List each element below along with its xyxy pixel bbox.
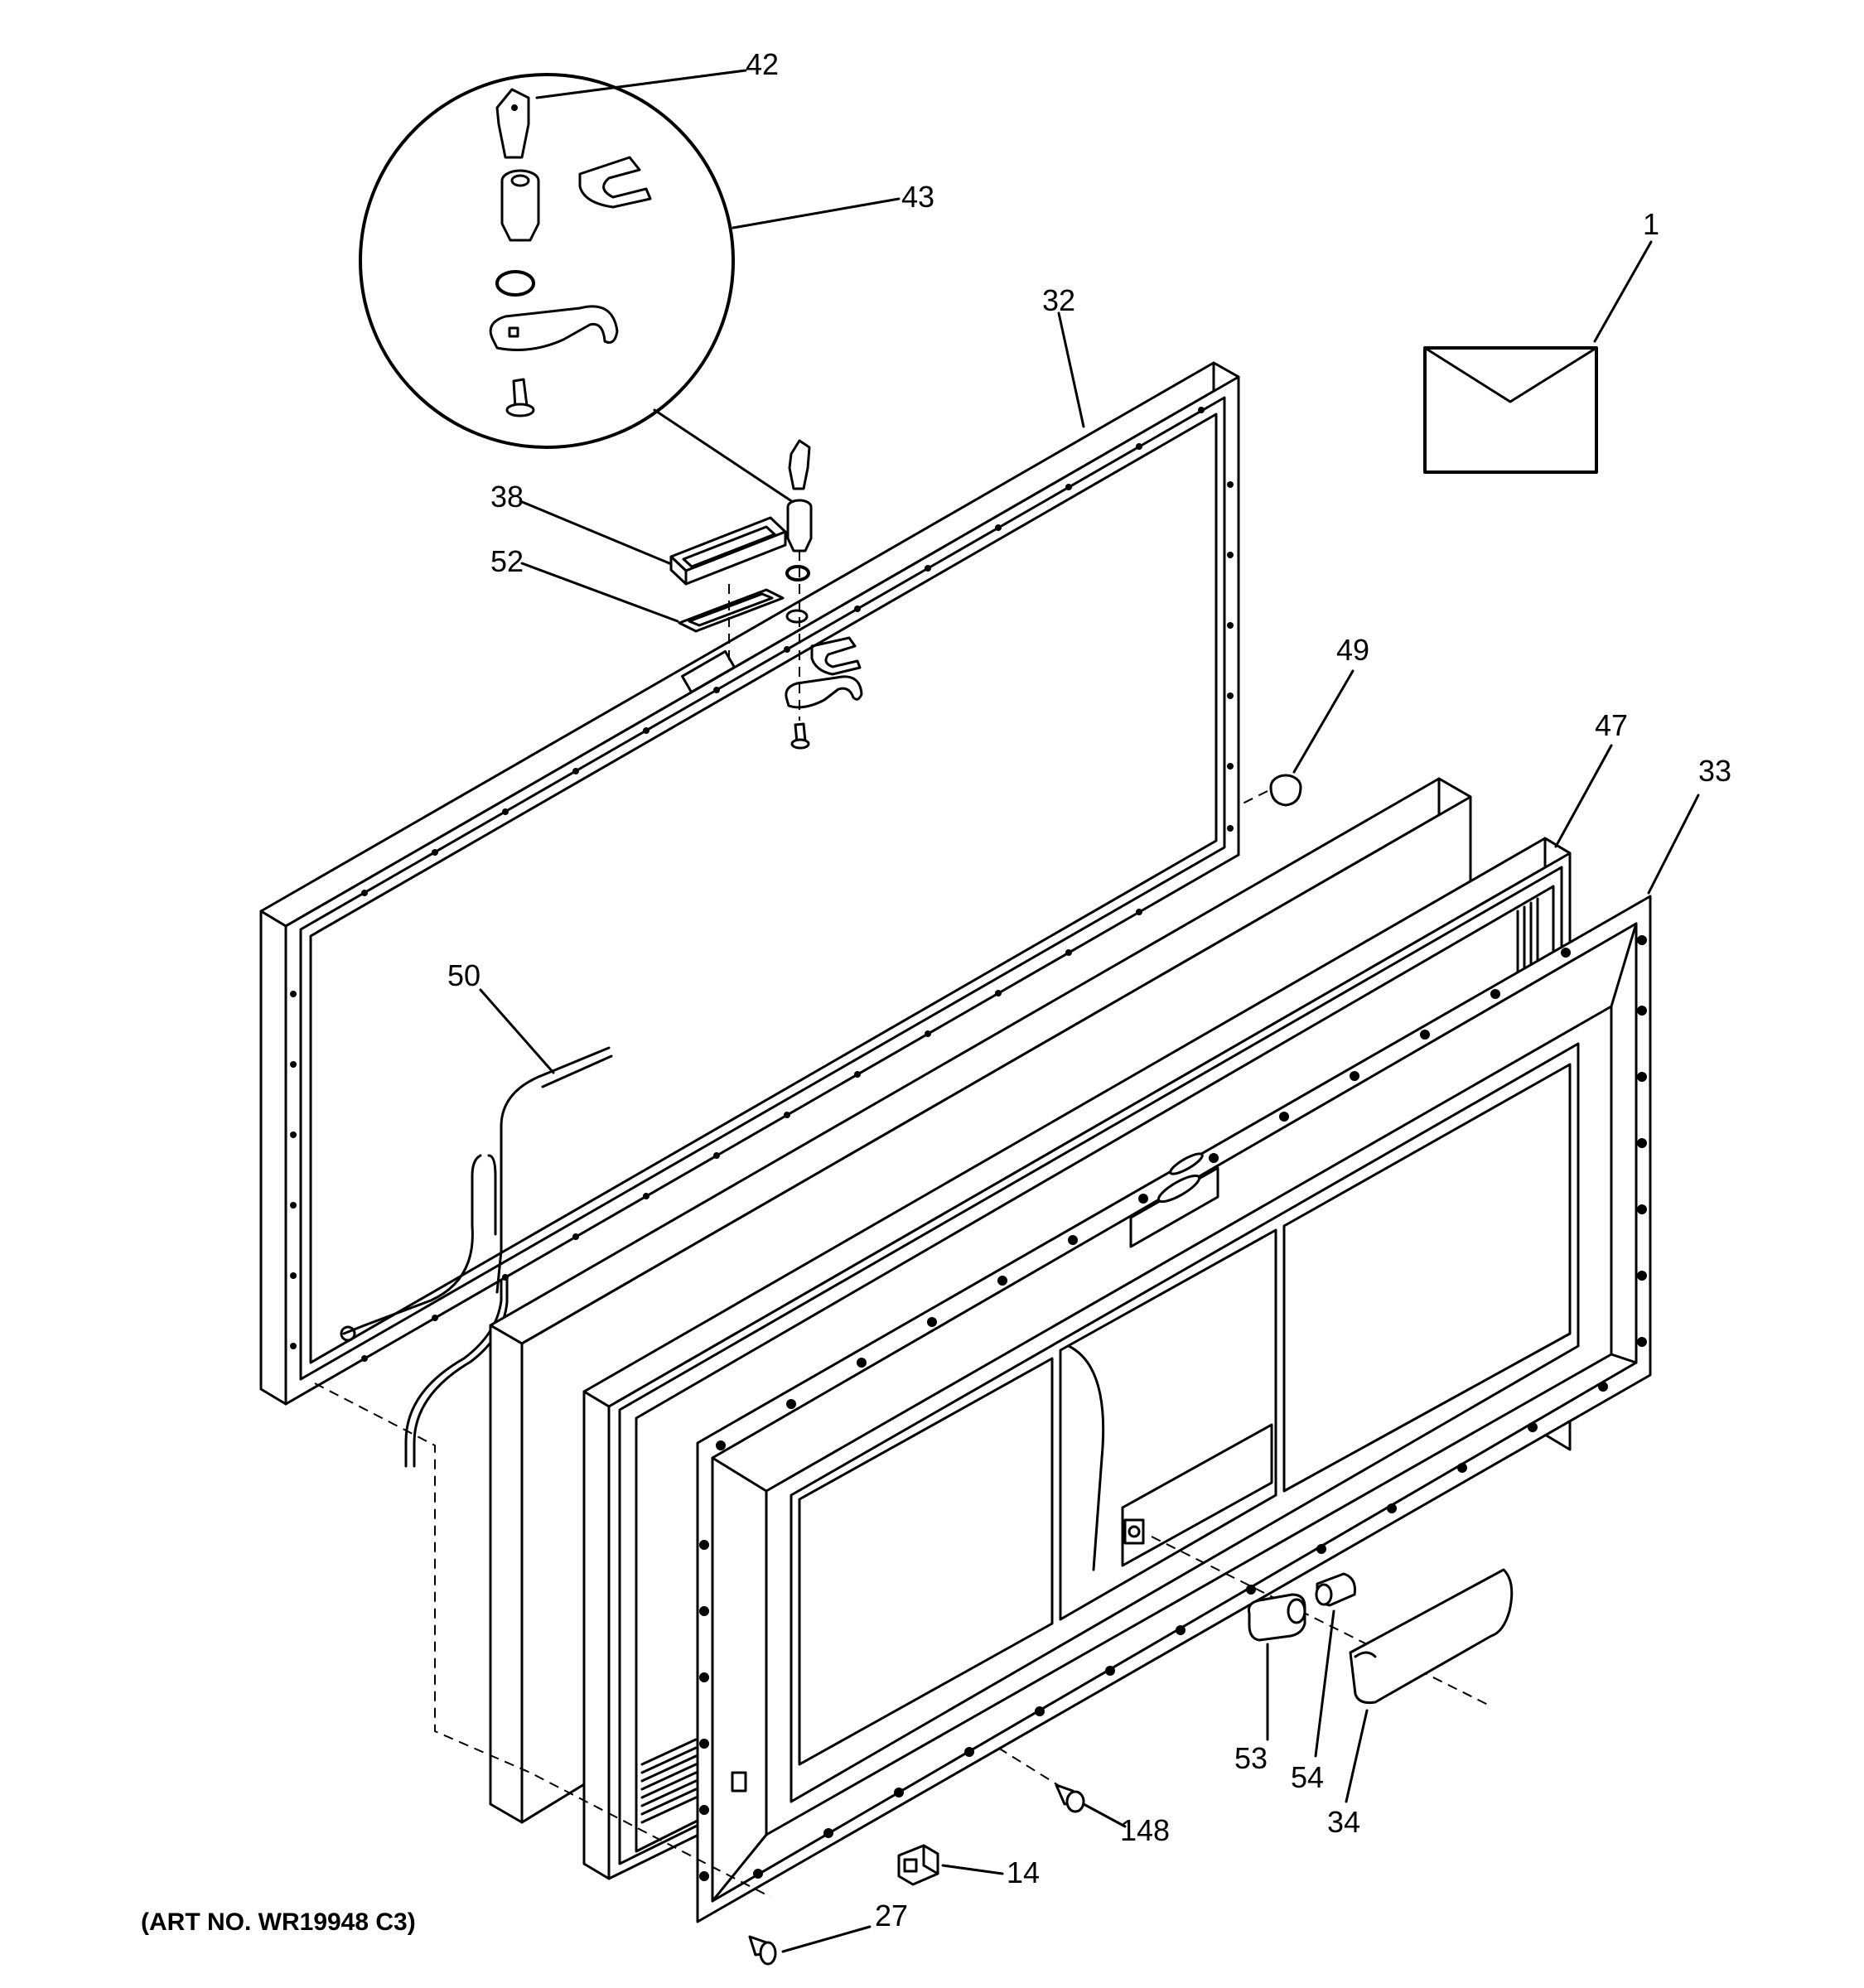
part-50-wire xyxy=(340,1046,613,1468)
callout-50: 50 xyxy=(447,958,480,992)
part-14-switch xyxy=(897,1844,939,1886)
part-52-gasket xyxy=(678,588,785,633)
leader-47 xyxy=(1554,744,1613,848)
part-49-plug xyxy=(1242,774,1302,807)
callout-43: 43 xyxy=(901,180,934,214)
detail-connector-line xyxy=(653,408,797,505)
callout-1: 1 xyxy=(1643,207,1659,241)
callout-148: 148 xyxy=(1120,1813,1170,1847)
callout-47: 47 xyxy=(1595,708,1628,742)
art-number-label: (ART NO. WR19948 C3) xyxy=(141,1908,416,1936)
lock-assembly-mounted xyxy=(785,439,863,750)
part-33-door-liner xyxy=(696,895,1652,1923)
callout-38: 38 xyxy=(490,480,524,514)
leader-38 xyxy=(519,499,671,565)
leader-49 xyxy=(1292,669,1355,774)
callout-14: 14 xyxy=(1007,1855,1040,1889)
part-38-handle-cover xyxy=(669,516,787,586)
part-34-light-cover xyxy=(1349,1568,1514,1704)
leader-33 xyxy=(1647,794,1700,895)
leader-43 xyxy=(732,197,901,229)
leader-34 xyxy=(1345,1709,1369,1803)
leader-148 xyxy=(1082,1802,1127,1828)
callout-27: 27 xyxy=(875,1899,908,1933)
callout-52: 52 xyxy=(490,544,524,578)
callout-49: 49 xyxy=(1336,633,1369,667)
callout-34: 34 xyxy=(1327,1805,1360,1839)
leader-1 xyxy=(1593,240,1653,343)
part-53-lamp-socket xyxy=(1248,1593,1306,1642)
callout-42: 42 xyxy=(746,47,779,81)
leader-14 xyxy=(941,1864,1004,1875)
part-27-screw xyxy=(748,1935,777,1966)
leader-32 xyxy=(1057,311,1085,428)
leader-27 xyxy=(781,1925,872,1953)
lock-detail-circle xyxy=(359,73,735,449)
part-54-bulb xyxy=(1315,1572,1356,1607)
leader-42 xyxy=(535,69,747,99)
leader-50 xyxy=(479,988,555,1074)
callout-53: 53 xyxy=(1234,1741,1268,1775)
part-1-envelope xyxy=(1423,346,1598,474)
leader-52 xyxy=(520,562,679,623)
callout-54: 54 xyxy=(1291,1760,1324,1794)
callout-33: 33 xyxy=(1698,754,1731,788)
callout-32: 32 xyxy=(1042,283,1075,317)
part-148-screw xyxy=(1055,1783,1085,1813)
leader-54 xyxy=(1314,1609,1335,1758)
part-32-outer-door-panel xyxy=(259,361,1240,1406)
